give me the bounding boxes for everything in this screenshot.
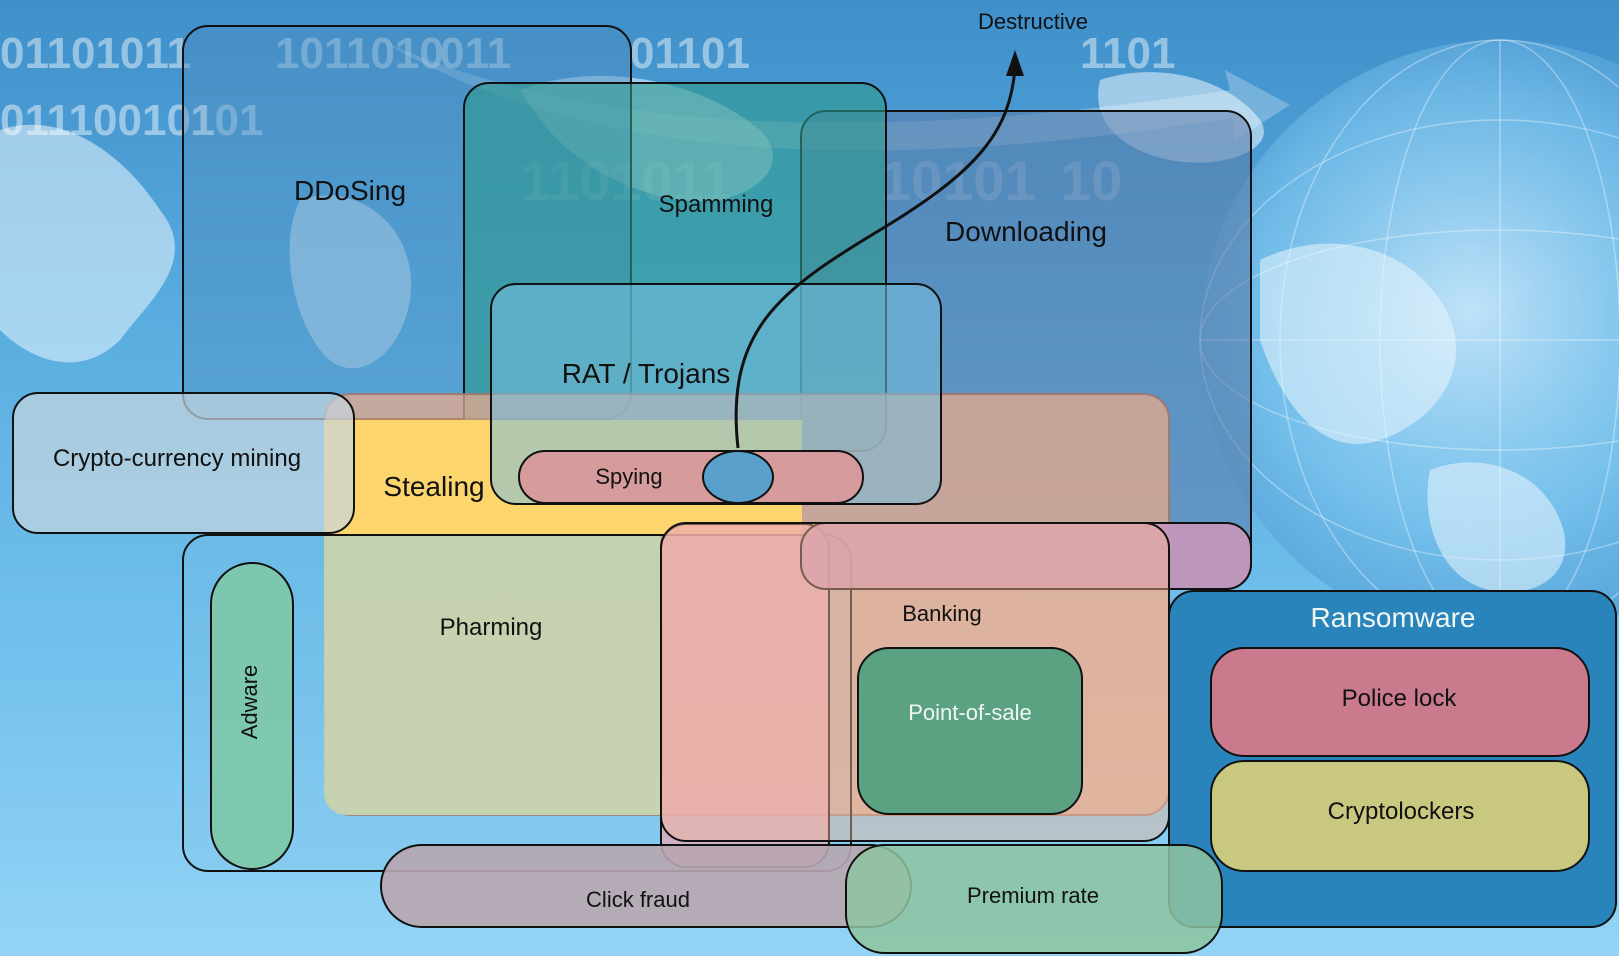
adware-pill [210,562,294,870]
downloading-label: Downloading [945,216,1107,247]
svg-text:011: 011 [440,29,511,78]
point-of-sale-label: Point-of-sale [908,700,1032,725]
premium-rate-pill [845,844,1223,954]
ransomware-region [1168,590,1617,928]
adware-label: Adware [237,664,262,740]
cryptolockers-box [1210,760,1590,872]
destructive-label: Destructive [977,9,1089,34]
cryptolockers-label: Cryptolockers [1327,798,1475,825]
svg-text:01101: 01101 [630,29,750,78]
svg-text:101: 101 [190,96,263,145]
svg-text:1101: 1101 [1080,29,1175,78]
crypto-mining-label: Crypto-currency mining [52,445,302,472]
svg-text:1011010: 1011010 [275,29,444,78]
rat-trojans-label: RAT / Trojans [561,358,731,389]
svg-text:01101011: 01101011 [0,29,191,78]
police-lock-label: Police lock [1341,685,1457,712]
pharming-region [324,535,660,815]
pharming-label: Pharming [439,614,543,641]
spying-region [518,450,864,504]
spying-label: Spying [595,464,663,489]
crypto-mining-region [12,392,355,534]
point-of-sale-box [857,647,1083,815]
premium-rate-label: Premium rate [966,883,1100,908]
click-fraud-label: Click fraud [586,887,690,912]
police-lock-box [1210,647,1590,757]
banking-band [800,522,1252,590]
spying-dot [702,450,774,504]
svg-text:011100101: 011100101 [0,96,215,145]
stealing-label: Stealing [383,471,485,502]
banking-label: Banking [902,601,982,626]
ransomware-label: Ransomware [1310,602,1476,633]
spamming-label: Spamming [658,191,774,218]
ddosing-label: DDoSing [293,175,407,206]
click-fraud-pill [380,844,912,928]
